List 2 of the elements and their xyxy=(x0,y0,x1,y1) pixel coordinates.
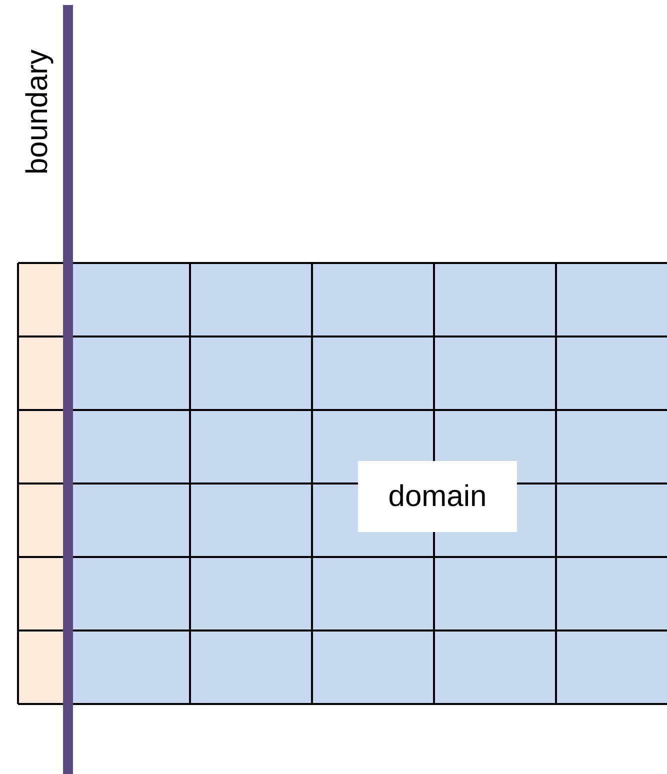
region-label: domain xyxy=(358,461,517,532)
axis-label: boundary xyxy=(21,49,55,175)
